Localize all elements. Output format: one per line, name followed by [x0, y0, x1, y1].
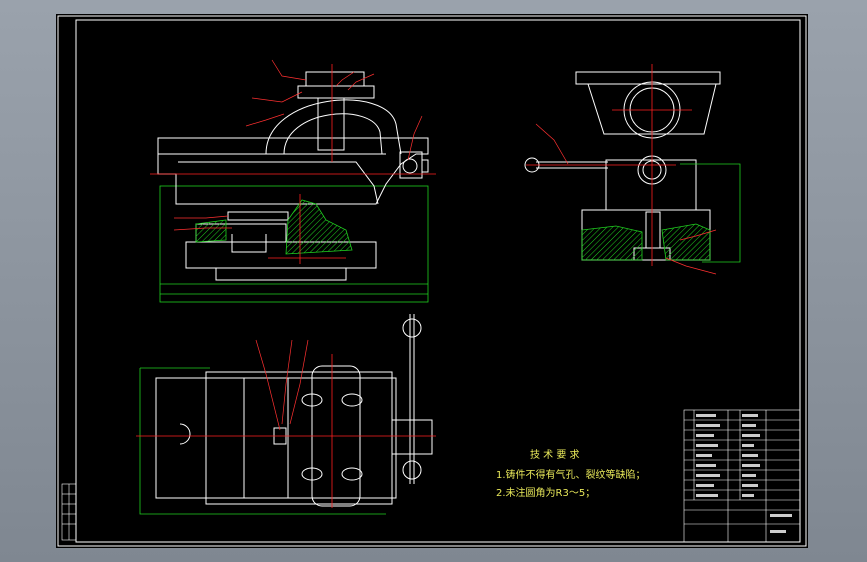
side-view — [524, 64, 741, 275]
drawing-canvas — [57, 15, 807, 547]
top-view — [136, 314, 436, 515]
drawing-sheet: 技 术 要 求 1.铸件不得有气孔、裂纹等缺陷； 2.未注圆角为R3～5； — [56, 14, 808, 548]
tech-requirement-2: 2.未注圆角为R3～5； — [496, 488, 596, 499]
parts-list-marks — [696, 414, 792, 533]
parts-list — [683, 409, 801, 543]
front-view — [150, 59, 436, 303]
left-stamp-block — [61, 483, 77, 541]
outer-frame — [57, 15, 807, 547]
front-dimension-frame — [159, 185, 429, 303]
inner-frame — [75, 19, 801, 543]
tech-requirements-title: 技 术 要 求 — [530, 450, 580, 461]
tech-requirement-1: 1.铸件不得有气孔、裂纹等缺陷； — [496, 470, 646, 481]
